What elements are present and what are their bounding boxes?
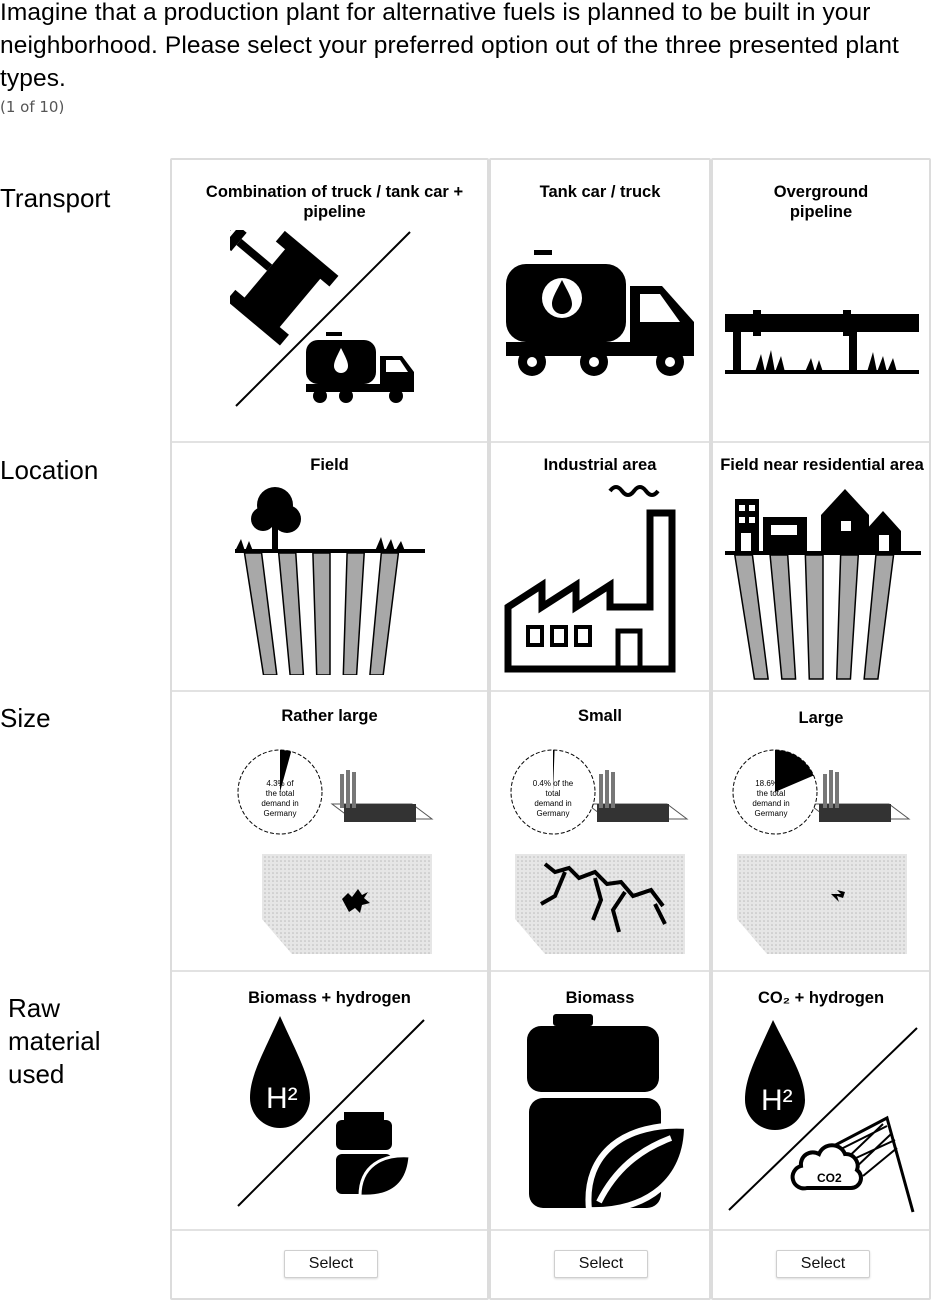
field-stripe — [369, 552, 400, 675]
raw-material-label: CO₂ + hydrogen — [757, 989, 885, 1007]
demand-share-slice — [775, 750, 814, 792]
option-card-3: Overground pipeline Field near residenti… — [711, 158, 931, 1300]
field-stripe — [769, 554, 797, 680]
option-card-2: Tank car / truck Industrial area Small — [489, 158, 711, 1300]
transport-label: Combination of truck / tank car + pipeli… — [205, 183, 464, 221]
plant-size-icon: 18.6% of the total demand in Germany — [732, 749, 911, 954]
field-stripes — [733, 554, 895, 680]
svg-text:total: total — [545, 789, 560, 798]
svg-text:18.6% of: 18.6% of — [755, 779, 787, 788]
demand-share-text: 18.6% of the total demand in Germany — [752, 779, 789, 818]
location-cell: Field near residential area — [713, 443, 929, 692]
field-stripes — [243, 552, 400, 675]
field-stripe — [835, 554, 860, 680]
plant-size-icon: 0.4% of the total demand in Germany — [510, 749, 689, 954]
field-stripe — [804, 554, 824, 680]
location-cell: Field — [172, 443, 487, 692]
transport-label: Tank car / truck — [539, 183, 661, 201]
demand-share-text: 0.4% of the total demand in Germany — [533, 779, 574, 818]
svg-text:demand in: demand in — [261, 799, 298, 808]
size-label: Large — [798, 709, 844, 727]
location-label: Field — [310, 456, 349, 474]
hydrogen-co2-icon: H² CO2 — [728, 1020, 918, 1213]
raw-material-cell: CO₂ + hydrogen H² CO2 — [713, 972, 929, 1231]
row-label-size: Size — [0, 703, 51, 733]
question-counter: (1 of 10) — [0, 98, 65, 116]
location-label: Industrial area — [543, 456, 657, 474]
svg-text:Germany: Germany — [537, 809, 570, 818]
demand-share-slice — [280, 750, 292, 792]
raw-material-label: Biomass + hydrogen — [248, 989, 411, 1007]
field-icon — [235, 487, 425, 675]
field-residential-icon — [725, 489, 921, 680]
field-stripe — [312, 552, 331, 675]
transport-cell: Combination of truck / tank car + pipeli… — [172, 160, 487, 443]
field-stripe — [243, 552, 278, 675]
location-label: Field near residential area — [720, 456, 924, 474]
svg-text:demand in: demand in — [752, 799, 789, 808]
raw-material-label: Biomass — [565, 989, 635, 1007]
raw-material-cell: Biomass + hydrogen H² — [172, 972, 487, 1231]
truck-pipeline-icon — [230, 230, 414, 407]
select-option-2-button[interactable]: Select — [554, 1250, 648, 1278]
size-cell: Rather large 4.3% of the total demand in… — [172, 692, 487, 972]
select-option-3-button[interactable]: Select — [776, 1250, 870, 1278]
size-cell: Large 18.6% of the total demand in Germa… — [713, 692, 929, 972]
row-label-transport: Transport — [0, 183, 111, 213]
select-option-1-button[interactable]: Select — [284, 1250, 378, 1278]
biomass-icon — [527, 1014, 691, 1214]
raw-material-cell: Biomass — [491, 972, 709, 1231]
demand-share-slice — [553, 750, 555, 792]
svg-text:H²: H² — [761, 1084, 793, 1117]
svg-text:the total: the total — [266, 789, 295, 798]
transport-cell: Overground pipeline — [713, 160, 929, 443]
svg-text:0.4% of the: 0.4% of the — [533, 779, 574, 788]
size-label: Small — [577, 707, 623, 725]
svg-text:CO2: CO2 — [817, 1171, 842, 1185]
field-stripe — [733, 554, 769, 680]
svg-text:the total: the total — [757, 789, 786, 798]
plant-size-icon: 4.3% of the total demand in Germany — [237, 749, 434, 954]
location-cell: Industrial area — [491, 443, 709, 692]
row-label-raw-material: Raw material used — [8, 993, 101, 1089]
overground-pipeline-icon — [725, 310, 919, 374]
transport-cell: Tank car / truck — [491, 160, 709, 443]
tank-truck-icon — [506, 250, 694, 376]
svg-text:Germany: Germany — [264, 809, 297, 818]
field-stripe — [342, 552, 365, 675]
hydrogen-biomass-icon: H² — [237, 1016, 425, 1207]
transport-label: Overground pipeline — [773, 183, 869, 221]
svg-text:4.3% of: 4.3% of — [266, 779, 294, 788]
row-label-location: Location — [0, 455, 99, 485]
field-stripe — [277, 552, 305, 675]
svg-text:demand in: demand in — [534, 799, 571, 808]
field-stripe — [863, 554, 895, 680]
svg-text:H²: H² — [266, 1082, 298, 1115]
size-label: Rather large — [281, 707, 378, 725]
svg-text:Germany: Germany — [755, 809, 788, 818]
demand-share-text: 4.3% of the total demand in Germany — [261, 779, 298, 818]
question-text: Imagine that a production plant for alte… — [0, 0, 899, 92]
factory-icon — [504, 485, 676, 673]
option-card-1: Combination of truck / tank car + pipeli… — [170, 158, 489, 1300]
size-cell: Small 0.4% of the total demand in German… — [491, 692, 709, 972]
